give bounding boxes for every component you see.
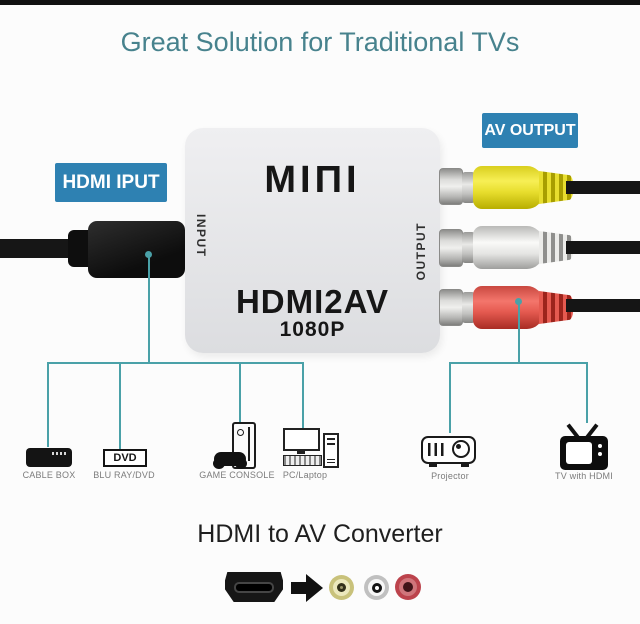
rca-red-connector <box>473 286 543 329</box>
converter-input-side-label: INPUT <box>194 214 208 258</box>
hdmi-connector-icon <box>225 572 283 602</box>
pc-tower-icon <box>323 433 339 468</box>
rca-red-tip <box>462 292 475 323</box>
keyboard-icon <box>283 455 322 466</box>
cable-box-drop-line <box>47 362 49 447</box>
game-console-label: GAME CONSOLE <box>199 470 275 480</box>
rca-white-connector <box>473 226 543 269</box>
source-distribution-line <box>47 362 304 364</box>
rca-red-cable <box>566 299 640 312</box>
rca-white-tip <box>462 232 475 263</box>
source-trunk-line <box>148 257 150 363</box>
model-label: HDMI2AV <box>235 283 390 320</box>
rca-jack-yellow-port <box>439 168 463 205</box>
cable-box-icon <box>26 448 72 467</box>
output-distribution-line <box>449 362 588 364</box>
rca-red-jack-icon <box>395 574 421 600</box>
converter-body <box>185 128 440 353</box>
rca-jack-white-port <box>439 229 463 267</box>
av-output-tag: AV OUTPUT <box>482 113 578 148</box>
rca-white-jack-icon <box>364 575 389 600</box>
game-console-icon <box>213 422 260 470</box>
page-title: Great Solution for Traditional TVs <box>120 27 520 57</box>
hdmi-plug <box>88 221 185 278</box>
rca-yellow-cable <box>566 181 640 194</box>
converter-output-side-label: OUTPUT <box>414 222 428 281</box>
dvd-player-label: BLU RAY/DVD <box>93 470 155 480</box>
top-border-bar <box>0 0 640 5</box>
rca-jack-red-port <box>439 289 463 326</box>
cable-box-label: CABLE BOX <box>22 470 76 480</box>
hdmi-cable <box>0 239 80 258</box>
projector-label: Projector <box>431 471 469 481</box>
monitor-icon <box>283 428 320 451</box>
projector-drop-line <box>449 362 451 433</box>
projector-icon <box>421 436 477 467</box>
arrow-right-icon <box>291 574 323 602</box>
rca-yellow-connector <box>473 166 543 209</box>
dvd-drop-line <box>119 362 121 449</box>
rca-white-cable <box>566 241 640 254</box>
pc-drop-line <box>302 362 304 428</box>
rca-yellow-tip <box>462 172 475 203</box>
output-trunk-line <box>518 304 520 364</box>
dvd-player-icon: DVD <box>103 449 147 467</box>
pc-laptop-label: PC/Laptop <box>282 470 328 480</box>
console-drop-line <box>239 362 241 423</box>
rca-yellow-jack-icon <box>329 575 354 600</box>
tv-icon <box>560 420 608 470</box>
pc-laptop-icon <box>283 428 339 468</box>
hdmi-input-tag: HDMI IPUT <box>55 163 167 202</box>
brand-logo: MIΠI <box>264 159 361 201</box>
resolution-label: 1080P <box>279 318 346 341</box>
source-line-dot <box>145 251 152 258</box>
tv-label: TV with HDMI <box>555 471 613 481</box>
output-line-dot <box>515 298 522 305</box>
tv-drop-line <box>586 362 588 423</box>
footer-caption: HDMI to AV Converter <box>197 520 443 548</box>
